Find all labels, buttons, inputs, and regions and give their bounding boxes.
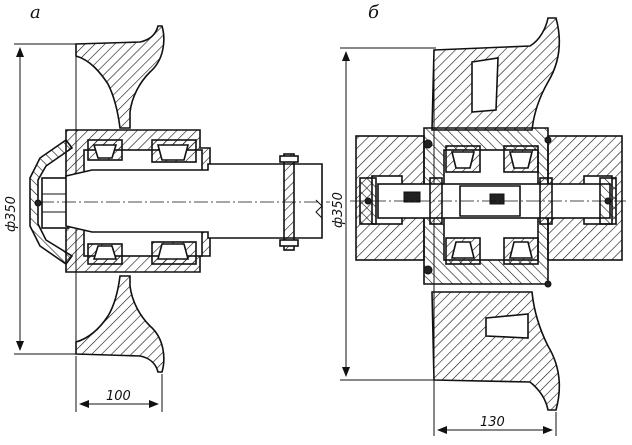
view-b-diameter-label: ф350 — [331, 192, 346, 228]
view-a-end-cap — [29, 138, 74, 266]
view-b-width-label: 130 — [480, 415, 505, 430]
view-b-diameter-dimension: ф350 — [331, 47, 436, 381]
view-b-seal — [423, 139, 433, 149]
view-a: а ф350 — [4, 2, 330, 412]
view-b-bearing-right — [503, 145, 539, 265]
view-a-bearing-inner — [151, 139, 197, 265]
view-a-width-label: 100 — [106, 389, 131, 404]
view-b-label: б — [368, 2, 380, 23]
view-b: б ф350 — [331, 2, 626, 436]
view-b-width-dimension: 130 — [433, 382, 557, 436]
view-a-width-dimension: 100 — [75, 356, 163, 412]
view-a-cotter-pin — [34, 199, 42, 207]
view-b-wheel-lower — [431, 291, 561, 411]
view-a-axle-nut — [41, 177, 69, 229]
view-a-diameter-dimension: ф350 — [4, 43, 80, 355]
view-a-wheel-rim-upper — [75, 25, 165, 129]
view-a-axle — [65, 163, 323, 239]
view-a-diameter-label: ф350 — [4, 196, 19, 232]
view-a-wheel-rim-lower — [75, 275, 165, 373]
view-a-bearing-outer — [87, 139, 123, 265]
view-a-label: а — [30, 2, 41, 23]
view-b-bearing-left — [445, 145, 481, 265]
